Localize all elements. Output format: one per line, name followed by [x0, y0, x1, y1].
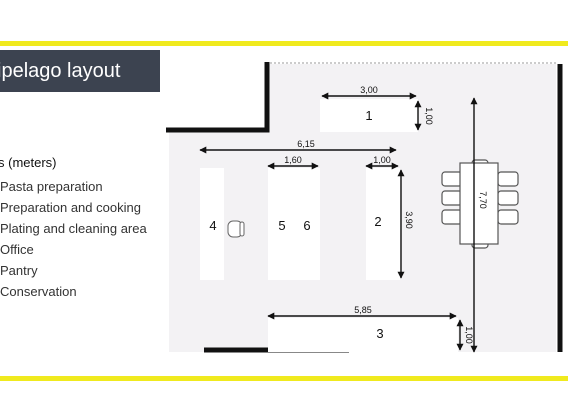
zone-1-counter [320, 99, 418, 132]
zone-label-6: 6 [303, 218, 310, 233]
zone-5-6-counter [268, 168, 320, 280]
legend-heading: s (meters) [0, 155, 57, 170]
zone-2-counter [366, 168, 400, 280]
wall-top-left [166, 62, 270, 133]
zone-label-1: 1 [365, 108, 372, 123]
dim-zone3-width: 5,85 [354, 305, 372, 315]
dim-zone2-length: 3,90 [404, 211, 414, 229]
dim-zone1-depth: 1,00 [424, 107, 434, 125]
bottom-accent-line [0, 376, 568, 381]
dim-room-width: 6,15 [297, 139, 315, 149]
legend-item-5: Pantry [0, 263, 38, 278]
dim-table-length: 7,70 [478, 191, 488, 209]
legend-item-4: Office [0, 242, 34, 257]
zone-3-counter [268, 318, 458, 352]
title-banner: ipelago layout [0, 50, 160, 92]
zone-label-5: 5 [278, 218, 285, 233]
dining-table-icon [441, 159, 519, 249]
legend-item-3: Plating and cleaning area [0, 221, 147, 236]
zone-4-counter [200, 168, 224, 280]
page-title: ipelago layout [0, 60, 121, 82]
legend-item-2: Preparation and cooking [0, 200, 141, 215]
dim-zone2-width: 1,00 [373, 155, 391, 165]
legend-item-1: Pasta preparation [0, 179, 103, 194]
floor-area [169, 64, 556, 352]
dim-zone1-width: 3,00 [360, 85, 378, 95]
zone-label-2: 2 [374, 214, 381, 229]
office-chair-icon [227, 220, 245, 238]
dim-zone3-depth: 1,00 [464, 326, 474, 344]
zone-label-4: 4 [209, 218, 216, 233]
top-accent-line [0, 41, 568, 46]
zone-label-3: 3 [376, 326, 383, 341]
legend-item-6: Conservation [0, 284, 77, 299]
dim-zone56-width: 1,60 [284, 155, 302, 165]
